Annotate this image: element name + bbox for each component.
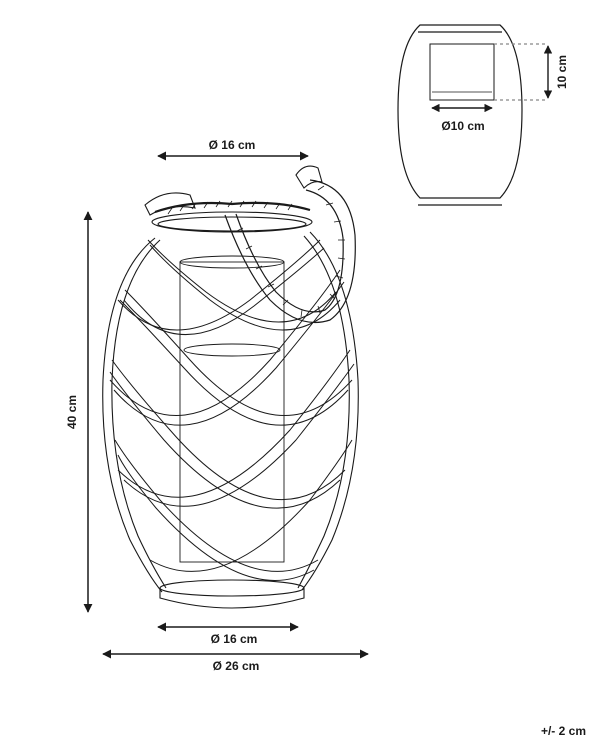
top-diameter-label: Ø 16 cm xyxy=(209,138,256,152)
handle-knot xyxy=(295,165,323,189)
lantern-outline-right-inner xyxy=(297,235,350,589)
lantern-outline-left xyxy=(102,237,163,593)
rope-handle-inner xyxy=(235,189,344,313)
insert-diagram xyxy=(397,24,548,206)
candle-insert xyxy=(429,43,495,101)
wicker-strands xyxy=(109,239,355,581)
inner-glass-top xyxy=(179,255,285,269)
glass-body-outline xyxy=(397,24,523,199)
overall-diameter-label: Ø 26 cm xyxy=(213,659,260,673)
candle-holder xyxy=(183,343,281,357)
inner-glass xyxy=(179,261,285,563)
rope-handle-outer xyxy=(224,179,356,324)
base-top xyxy=(159,579,305,597)
tolerance-note: +/- 2 cm xyxy=(540,724,586,738)
lantern xyxy=(102,165,359,609)
rim-rope xyxy=(154,201,311,214)
top-rim-inner xyxy=(157,216,307,232)
lantern-base xyxy=(159,588,305,609)
bottom-diameter-label: Ø 16 cm xyxy=(211,632,258,646)
lantern-outline-left-inner xyxy=(111,239,167,589)
height-label: 40 cm xyxy=(65,395,79,429)
insert-diameter-label: Ø10 cm xyxy=(441,119,484,133)
insert-height-label: 10 cm xyxy=(555,55,569,89)
rim-binding xyxy=(144,192,196,216)
